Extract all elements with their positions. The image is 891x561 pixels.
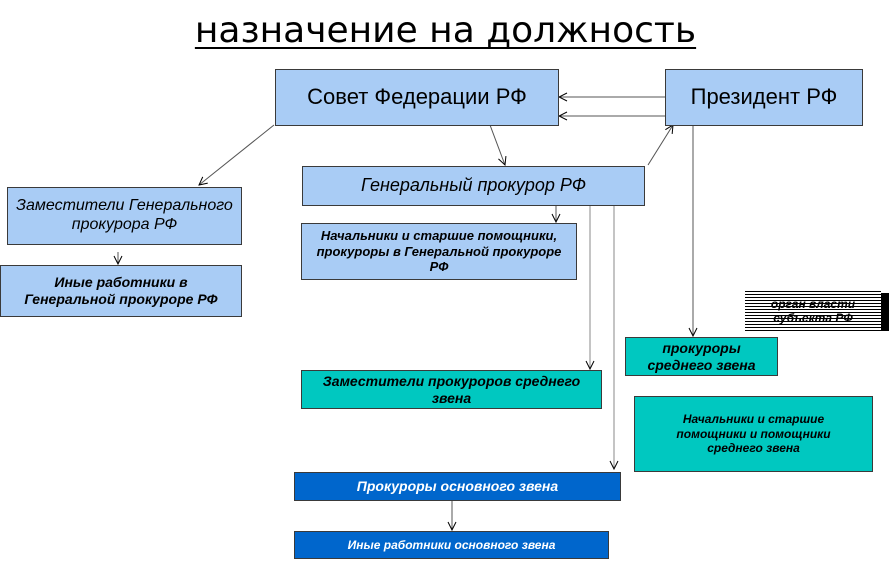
node-base-other-staff: Иные работники основного звена (294, 531, 609, 559)
node-federation-council: Совет Федерации РФ (275, 69, 559, 126)
node-base-prosecutors: Прокуроры основного звена (294, 472, 621, 501)
node-mid-deputies: Заместители прокуроров среднего звена (301, 370, 602, 409)
page-title: назначение на должность (194, 10, 697, 51)
node-mid-heads-assistants: Начальники и старшие помощники и помощни… (634, 396, 873, 472)
arrow-council-to-deputies (199, 124, 275, 185)
node-prosecutor-general: Генеральный прокурор РФ (302, 166, 645, 206)
arrow-prosecutor-to-president (647, 125, 673, 166)
node-regional-authority: орган власти субъекта РФ (745, 291, 881, 331)
node-regional-authority-shadow (881, 293, 889, 331)
node-mid-prosecutors: прокуроры среднего звена (625, 337, 778, 376)
node-president: Президент РФ (665, 69, 863, 126)
node-other-staff-general: Иные работники в Генеральной прокуроре Р… (0, 265, 242, 317)
node-heads-assistants-general: Начальники и старшие помощники, прокурор… (301, 223, 577, 280)
arrow-council-to-prosecutor (489, 124, 505, 165)
node-deputies-general: Заместители Генерального прокурора РФ (7, 187, 242, 245)
